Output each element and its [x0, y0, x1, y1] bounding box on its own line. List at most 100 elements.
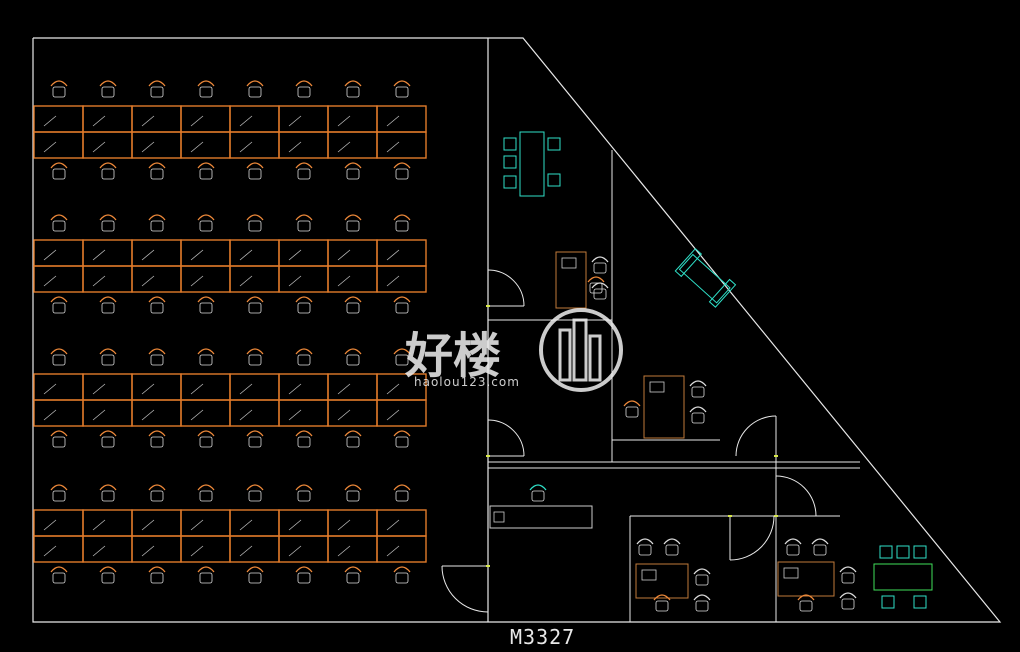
- chair-seat: [150, 86, 164, 98]
- chair-seat: [786, 544, 800, 556]
- chair-icon: [50, 484, 68, 502]
- workstation: [229, 80, 280, 180]
- keyboard-icon: [337, 275, 351, 287]
- chair-seat: [101, 86, 115, 98]
- keyboard-icon: [386, 115, 400, 127]
- chair-icon: [591, 282, 609, 300]
- chair-icon: [344, 214, 362, 232]
- keyboard-icon: [239, 409, 253, 421]
- chair-seat: [52, 168, 66, 180]
- keyboard-icon: [239, 141, 253, 153]
- desk-top: [278, 239, 329, 267]
- chair-icon: [663, 538, 681, 556]
- chair-back: [295, 162, 313, 169]
- chair-seat: [101, 572, 115, 584]
- chair-icon: [148, 430, 166, 448]
- chair-back: [148, 296, 166, 303]
- keyboard-icon: [386, 409, 400, 421]
- keyboard-icon: [239, 519, 253, 531]
- chair-icon: [197, 430, 215, 448]
- keyboard-icon: [239, 275, 253, 287]
- chair-back: [295, 214, 313, 221]
- workstation: [229, 348, 280, 448]
- desk-top: [376, 509, 427, 537]
- chair-seat: [150, 436, 164, 448]
- chair-icon: [99, 296, 117, 314]
- keyboard-icon: [288, 275, 302, 287]
- keyboard-icon: [288, 409, 302, 421]
- desk-bottom: [33, 131, 84, 159]
- workstation: [180, 348, 231, 448]
- chair-back: [693, 594, 711, 601]
- chair-seat: [199, 354, 213, 366]
- chair-back: [246, 484, 264, 491]
- desk-top: [33, 509, 84, 537]
- chair-back: [344, 80, 362, 87]
- chair-back: [246, 430, 264, 437]
- desk-top: [229, 373, 280, 401]
- chair-icon: [503, 175, 517, 189]
- chair-icon: [148, 484, 166, 502]
- desk-bottom: [131, 399, 182, 427]
- keyboard-icon: [190, 141, 204, 153]
- chair-seat: [395, 168, 409, 180]
- chair-back: [393, 80, 411, 87]
- chair-icon: [879, 545, 893, 559]
- chair-icon: [295, 162, 313, 180]
- chair-back: [689, 406, 707, 413]
- desk-top: [33, 239, 84, 267]
- chair-seat: [346, 490, 360, 502]
- chair-back: [50, 162, 68, 169]
- chair-back: [623, 400, 641, 407]
- monitor-icon: [561, 257, 577, 269]
- chair-icon: [881, 595, 895, 609]
- sofa-body: [678, 253, 731, 304]
- workstation: [180, 80, 231, 180]
- chair-icon: [344, 430, 362, 448]
- chair-back: [529, 484, 547, 491]
- workstation: [180, 214, 231, 314]
- chair-icon: [295, 348, 313, 366]
- workstation: [131, 484, 182, 584]
- chair-seat: [199, 86, 213, 98]
- chair-seat: [593, 288, 607, 300]
- chair-seat: [638, 544, 652, 556]
- chair-icon: [99, 162, 117, 180]
- chair-back: [197, 80, 215, 87]
- chair-seat: [101, 354, 115, 366]
- desk-bottom: [278, 399, 329, 427]
- chair-icon: [591, 256, 609, 274]
- desk-bottom: [82, 399, 133, 427]
- desk-top: [82, 509, 133, 537]
- chair-seat: [346, 436, 360, 448]
- chair-back: [591, 282, 609, 289]
- chair-seat: [395, 354, 409, 366]
- chair-icon: [246, 430, 264, 448]
- chair-seat: [813, 544, 827, 556]
- chair-seat: [297, 168, 311, 180]
- workstation: [33, 80, 84, 180]
- desk-bottom: [33, 535, 84, 563]
- chair-back: [344, 430, 362, 437]
- door-swing-icon: [735, 415, 778, 457]
- watermark: 好楼 haolou123.com: [404, 308, 623, 392]
- chair-back: [50, 484, 68, 491]
- chair-seat: [841, 572, 855, 584]
- chair-seat: [297, 490, 311, 502]
- chair-seat: [695, 574, 709, 586]
- desk-top: [131, 509, 182, 537]
- chair-icon: [393, 430, 411, 448]
- keyboard-icon: [288, 141, 302, 153]
- meeting-table-icon: [519, 131, 545, 197]
- chair-seat: [101, 220, 115, 232]
- door-arc: [735, 415, 777, 457]
- chair-seat: [395, 86, 409, 98]
- chair-back: [393, 162, 411, 169]
- chair-back: [148, 214, 166, 221]
- keyboard-icon: [141, 519, 155, 531]
- desk-bottom: [327, 131, 378, 159]
- chair-seat: [150, 490, 164, 502]
- door-arc: [775, 475, 817, 517]
- chair-seat: [150, 302, 164, 314]
